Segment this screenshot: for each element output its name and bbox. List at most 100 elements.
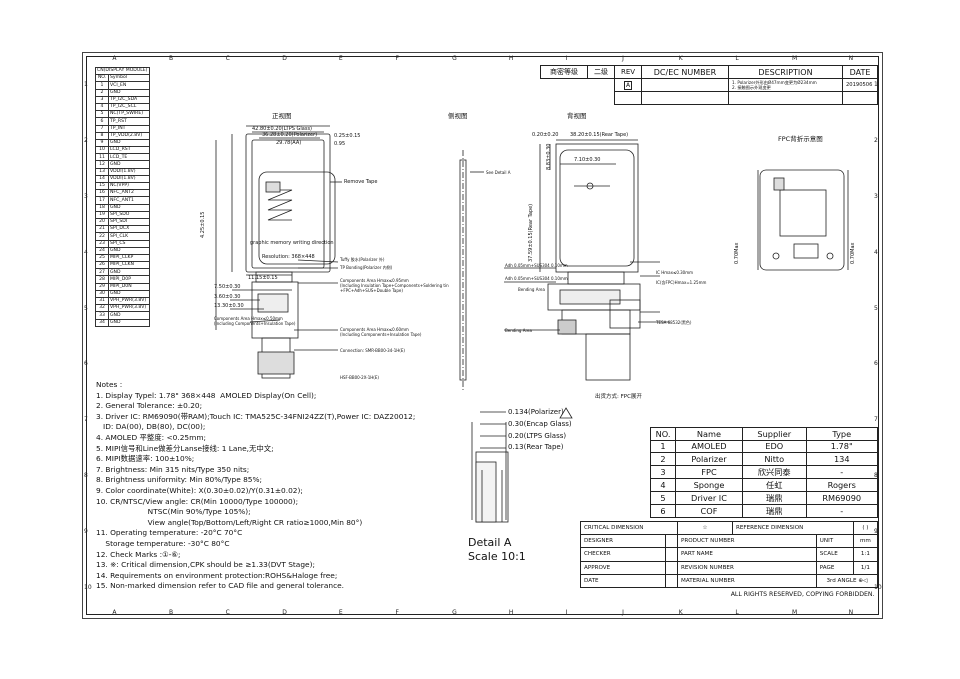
remove-tape-label: Remove Tape: [344, 179, 378, 185]
frame-col-label: B: [168, 55, 174, 62]
reference-dimension: REFERENCE DIMENSION: [732, 520, 854, 536]
rear-fpc-tail: [585, 333, 631, 381]
dim-360: 3.60±0.30: [214, 294, 241, 300]
dim-rear-tape-width: 38.20±0.15(Rear Tape): [570, 132, 629, 138]
dim-750: 7.50±0.30: [214, 284, 241, 290]
pin-symbol: MIPI_D0P: [108, 275, 150, 284]
mat-col-no: NO.: [650, 427, 676, 441]
note-line: 13. ※: Critical dimension,CPK should be …: [96, 560, 315, 570]
rear-panel-outline: [559, 149, 635, 267]
frame-col-label: M: [792, 609, 798, 616]
revision-block: 商密等级 二级 REV DC/EC NUMBER DESCRIPTION DAT…: [540, 65, 878, 105]
frame-col-label: I: [565, 55, 568, 62]
frame-col-label: C: [225, 609, 230, 616]
rear-view-title: 背视图: [567, 112, 587, 120]
product-number-label: PRODUCT NUMBER: [677, 534, 817, 549]
dcec-header: DC/EC NUMBER: [641, 65, 729, 79]
unit-value: mm: [852, 534, 879, 549]
frame-col-label: G: [452, 609, 457, 616]
frame-row-label: 7: [874, 416, 878, 424]
front-callout-9: (Including Components+Insulation Tape): [340, 332, 422, 337]
revision-desc-2: 2. 接触图示外观变更: [732, 85, 771, 90]
frame-col-label: L: [735, 55, 739, 62]
scale-label: SCALE: [815, 547, 854, 562]
rights-statement: ALL RIGHTS RESERVED, COPYING FORBIDDEN.: [580, 586, 878, 601]
pin-symbol: MIPI_D0N: [108, 282, 150, 291]
rear-callout-5: IC(含FPC)Hmax=1.25mm: [656, 280, 707, 285]
revision-desc-1: 1. Polarizer外形由Ø47mm变更为Ø234mm: [732, 80, 817, 85]
front-callout-1: Tuffy 胶水(Polarizer 外): [340, 257, 385, 262]
material-name: Polarizer: [675, 452, 743, 466]
dim-1115: 11.15±0.15: [248, 275, 278, 281]
reference-mark: ( ): [852, 520, 879, 536]
frame-col-label: K: [678, 609, 683, 616]
rev-mark-triangle: A: [623, 81, 633, 90]
front-callout-6: Components Area Hmax≤0.50mm: [214, 316, 283, 321]
fpc-view-title: FPC背折示意图: [778, 135, 823, 143]
front-polarizer-outline: [251, 139, 325, 269]
front-active-area: [258, 171, 336, 265]
rear-callout-6: TESA 68532(黑色): [656, 320, 692, 325]
critical-dimension: CRITICAL DIMENSION: [580, 520, 678, 536]
pin-symbol: MIPI_CLKP: [108, 253, 150, 263]
graphic-direction-label: graphic memory writing direction: [250, 240, 334, 246]
material-supplier: 欣兴同泰: [741, 464, 807, 479]
projection-symbol-icon: ⊕◁: [858, 577, 868, 584]
side-view-profile: [459, 159, 467, 381]
material-type: Rogers: [805, 477, 879, 492]
material-supplier: Nitto: [741, 452, 807, 466]
material-no: 1: [650, 439, 676, 454]
material-no: 6: [650, 503, 676, 518]
note-line: 14. Requirements on environment protecti…: [96, 570, 338, 580]
frame-col-label: M: [792, 55, 798, 62]
page-label: PAGE: [815, 560, 854, 575]
approve-label: APPROVE: [580, 560, 666, 575]
note-line: 6. MIPI数据速率: 100±10%;: [96, 454, 195, 464]
frame-row-label: 10: [84, 584, 92, 592]
title-block: CRITICAL DIMENSION ☆ REFERENCE DIMENSION…: [580, 520, 879, 601]
revision-date: 20190506: [842, 78, 878, 92]
front-callout-5: +FPC+Adh+SUS+Double Tape): [340, 288, 403, 293]
frame-row-label: 1: [84, 80, 88, 88]
revision-number-label: REVISION NUMBER: [677, 560, 817, 575]
dim-fpc-left: 0.70Max: [734, 242, 740, 264]
front-callout-11: HSF-BB00-2X-1H(E): [340, 375, 379, 380]
resolution-label: Resolution: 368×448: [262, 254, 315, 260]
dim-025: 0.25±0.15: [334, 133, 361, 139]
material-name: FPC: [675, 464, 743, 479]
dim-425: 4.25±0.15: [200, 211, 206, 238]
frame-row-label: 4: [84, 248, 88, 256]
page-value: 1/1: [852, 560, 879, 575]
drawing-sheet-border: [86, 56, 879, 615]
front-callout-4: (Including Insulation Tape+Components+So…: [340, 283, 449, 288]
note-line: 10. CR/NTSC/View angle: CR(Min 10000/Typ…: [96, 496, 299, 506]
material-type: 134: [805, 452, 879, 466]
frame-row-label: 3: [84, 192, 88, 200]
pin-symbol: VPH_PWR(3.8V): [108, 296, 150, 306]
material-type: RM69090: [805, 490, 879, 505]
frame-col-label: F: [395, 55, 399, 62]
frame-col-label: G: [452, 55, 457, 62]
frame-row-label: 9: [84, 528, 88, 536]
rear-callout-1: Adh 0.05mm+SUS304 0.10mm: [505, 263, 568, 268]
frame-col-label: B: [168, 609, 174, 616]
frame-row-label: 3: [874, 192, 878, 200]
rev-mark: A: [614, 78, 642, 92]
frame-col-label: K: [678, 55, 683, 62]
date-header: DATE: [842, 65, 878, 79]
rev-header: REV: [614, 65, 642, 79]
mat-col-supplier: Supplier: [741, 427, 807, 441]
frame-row-label: 2: [874, 136, 878, 144]
pin-symbol: MIPI_CLKN: [108, 261, 150, 270]
detail-a-label: Detail A: [468, 536, 512, 549]
